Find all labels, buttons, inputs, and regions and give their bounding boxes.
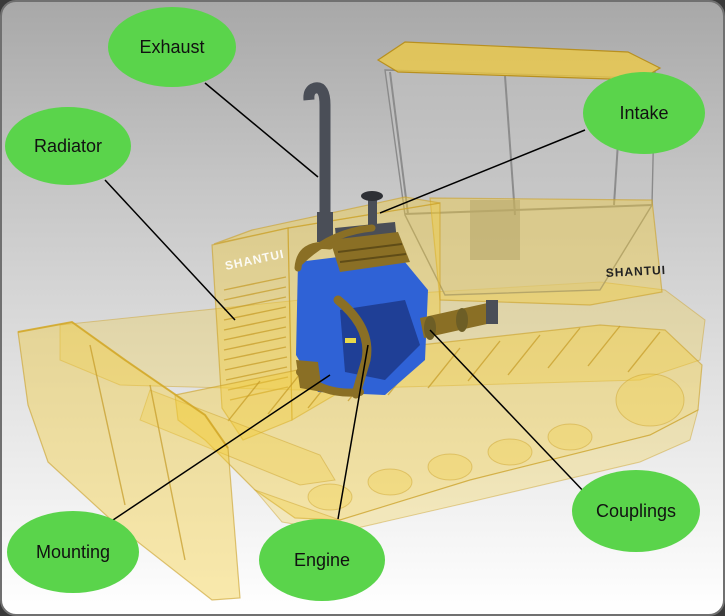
engine-assembly bbox=[294, 82, 498, 399]
grille-slat bbox=[223, 306, 287, 321]
couplings-label: Couplings bbox=[572, 470, 700, 552]
engine-nameplate bbox=[345, 338, 356, 343]
cylinder-head-rib bbox=[339, 253, 407, 263]
grille-slat bbox=[225, 366, 288, 381]
radiator-grille-slats bbox=[223, 276, 289, 401]
cab-window-sill bbox=[404, 204, 653, 215]
radiator-label-text: Radiator bbox=[34, 136, 102, 156]
track-roller bbox=[307, 483, 353, 511]
track-idler-wheel bbox=[615, 373, 685, 427]
mounting-label-bubble bbox=[7, 511, 139, 593]
radiator-label-bubble bbox=[5, 107, 131, 185]
intake-label-text: Intake bbox=[619, 103, 668, 123]
track-roller bbox=[367, 468, 413, 496]
engine-label-bubble bbox=[259, 519, 385, 601]
cab-brand-logo: SHANTUI bbox=[605, 263, 666, 280]
track-tread bbox=[587, 325, 621, 367]
track-tread bbox=[267, 373, 301, 415]
intake-label-bubble bbox=[583, 72, 705, 154]
track-tread bbox=[547, 327, 581, 369]
exhaust-label-bubble bbox=[108, 7, 236, 87]
grille-slat bbox=[223, 296, 287, 311]
track-tread bbox=[627, 331, 661, 373]
engine-mount-bracket bbox=[296, 360, 322, 392]
track-tread bbox=[427, 347, 461, 389]
intake-hose bbox=[296, 224, 376, 266]
coupling-end-cap bbox=[486, 300, 498, 324]
coupling-flange bbox=[424, 316, 436, 340]
intake-label: Intake bbox=[583, 72, 705, 154]
grille-slat bbox=[223, 286, 287, 301]
track-tread bbox=[507, 334, 541, 376]
rear-body-housing bbox=[429, 197, 663, 306]
intake-stem bbox=[368, 198, 377, 226]
track-roller bbox=[427, 453, 473, 481]
couplings-label-text: Couplings bbox=[596, 501, 676, 521]
track-tread bbox=[467, 340, 501, 382]
mounting-label-text: Mounting bbox=[36, 542, 110, 562]
track-roller bbox=[547, 423, 593, 451]
exhaust-label-text: Exhaust bbox=[139, 37, 204, 57]
blade-stiffener bbox=[89, 344, 126, 506]
coupling-flange bbox=[456, 308, 468, 332]
cylinder-head-rib bbox=[337, 243, 403, 253]
couplings-label-bubble bbox=[572, 470, 700, 552]
cab-roof bbox=[376, 41, 662, 81]
blade-stiffener bbox=[149, 384, 186, 561]
track-rollers bbox=[307, 373, 685, 511]
intake-leader-line bbox=[379, 129, 586, 214]
radiator-label: Radiator bbox=[5, 107, 131, 185]
exhaust-stack-pipe bbox=[303, 82, 331, 242]
grille-slat bbox=[223, 276, 287, 291]
grille-slat bbox=[224, 356, 288, 371]
mounting-leader-line bbox=[112, 374, 331, 521]
intake-cap bbox=[361, 191, 383, 201]
track-roller bbox=[487, 438, 533, 466]
mounting-label: Mounting bbox=[7, 511, 139, 593]
radiator-leader-line bbox=[104, 179, 236, 321]
cab-front-pillar bbox=[389, 71, 409, 215]
cab-middle-pillar bbox=[504, 75, 516, 216]
blade-top-edge bbox=[17, 320, 229, 449]
engine-label: Engine bbox=[259, 519, 385, 601]
couplings-leader-line bbox=[429, 329, 589, 497]
exhaust-label: Exhaust bbox=[108, 7, 236, 87]
grille-slat bbox=[223, 316, 287, 331]
exhaust-leader-line bbox=[204, 82, 319, 178]
cylinder-head-cover bbox=[330, 232, 410, 272]
grille-slat bbox=[229, 386, 289, 401]
exhaust-stack-base bbox=[317, 212, 333, 242]
track-tread bbox=[227, 380, 261, 422]
grille-slat bbox=[223, 326, 287, 341]
engine-leader-line bbox=[337, 344, 369, 520]
grille-slat bbox=[223, 346, 287, 361]
engine-label-text: Engine bbox=[294, 550, 350, 570]
grille-slat bbox=[223, 336, 287, 351]
